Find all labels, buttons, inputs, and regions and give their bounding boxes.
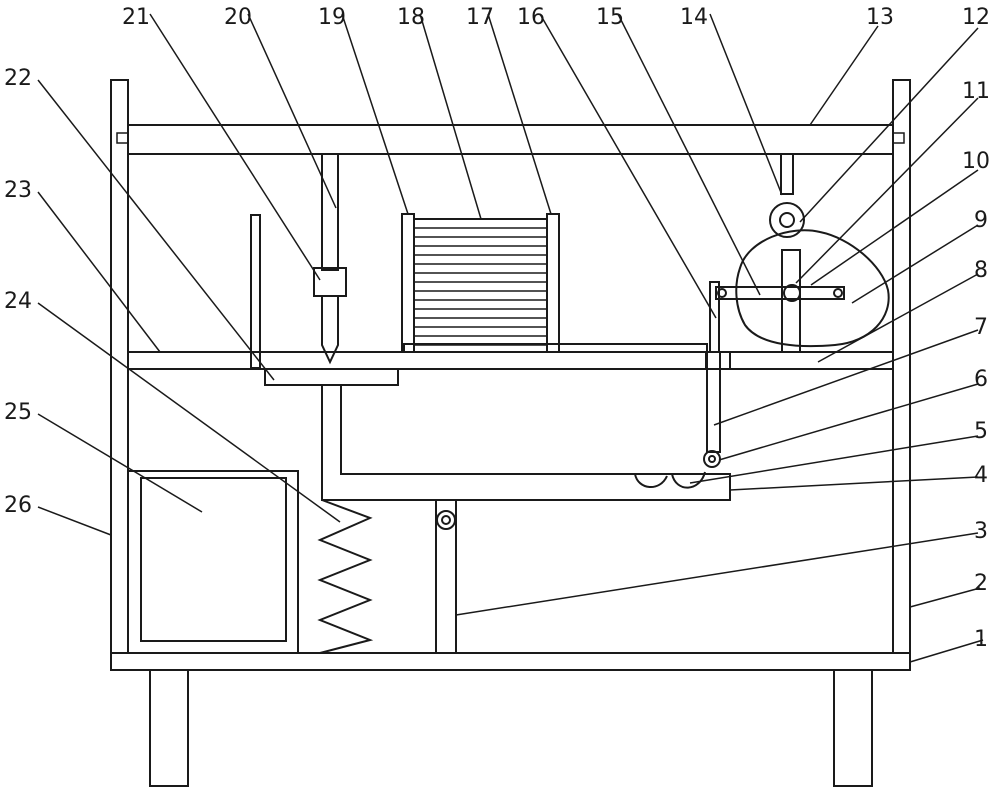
pivot-wheel-hub [708, 455, 716, 463]
cam [735, 229, 890, 348]
l-pipe [321, 384, 731, 501]
label-21: 21 [122, 5, 150, 30]
push-rod-lower [706, 351, 721, 453]
right-leg [833, 669, 873, 787]
link-pin-right [833, 288, 843, 298]
support-pin-hub [441, 515, 451, 525]
label-8: 8 [974, 258, 988, 283]
label-3: 3 [974, 519, 988, 544]
label-2: 2 [974, 571, 988, 596]
pivot-wheel [703, 450, 721, 468]
top-beam-right-block [892, 132, 905, 144]
left-leg [149, 669, 189, 787]
label-25: 25 [4, 400, 32, 425]
middle-shelf [127, 351, 894, 370]
punch-rod [321, 153, 339, 271]
label-20: 20 [224, 5, 252, 30]
link-bar [715, 286, 845, 300]
label-16: 16 [517, 5, 545, 30]
roller-frame-left [401, 213, 415, 353]
cam-bracket [781, 249, 801, 353]
label-13: 13 [866, 5, 894, 30]
label-19: 19 [318, 5, 346, 30]
label-1: 1 [974, 627, 988, 652]
punch-block [313, 267, 347, 297]
support-pin [436, 510, 456, 530]
top-hanger [780, 153, 794, 195]
roller-frame-right [546, 213, 560, 353]
collection-box-outer [127, 470, 299, 654]
top-beam [127, 124, 894, 155]
label-14: 14 [680, 5, 708, 30]
roller-body [413, 218, 548, 353]
roller-platform [403, 343, 708, 352]
label-12: 12 [962, 5, 990, 30]
guide-rod [250, 214, 261, 369]
label-11: 11 [962, 79, 990, 104]
label-17: 17 [466, 5, 494, 30]
top-beam-left-block [116, 132, 129, 144]
leader-lines [37, 13, 984, 663]
base-plate [110, 652, 911, 671]
hook-left [634, 473, 668, 488]
spring [317, 499, 374, 654]
link-pin-center [783, 284, 801, 302]
label-9: 9 [974, 208, 988, 233]
label-18: 18 [397, 5, 425, 30]
label-23: 23 [4, 178, 32, 203]
punch-tip [321, 296, 339, 365]
label-6: 6 [974, 367, 988, 392]
right-post [892, 79, 911, 654]
top-pulley [769, 202, 805, 238]
label-10: 10 [962, 149, 990, 174]
label-7: 7 [974, 315, 988, 340]
label-24: 24 [4, 289, 32, 314]
roller-ribs [414, 227, 547, 346]
label-5: 5 [974, 419, 988, 444]
label-4: 4 [974, 463, 988, 488]
label-26: 26 [4, 493, 32, 518]
push-rod-sleeve [705, 351, 731, 370]
collection-box-inner [140, 477, 287, 642]
hook-right [671, 471, 706, 489]
support-post [435, 499, 457, 654]
lip-plate [264, 368, 399, 386]
label-15: 15 [596, 5, 624, 30]
label-22: 22 [4, 66, 32, 91]
top-pulley-hub [779, 212, 795, 228]
